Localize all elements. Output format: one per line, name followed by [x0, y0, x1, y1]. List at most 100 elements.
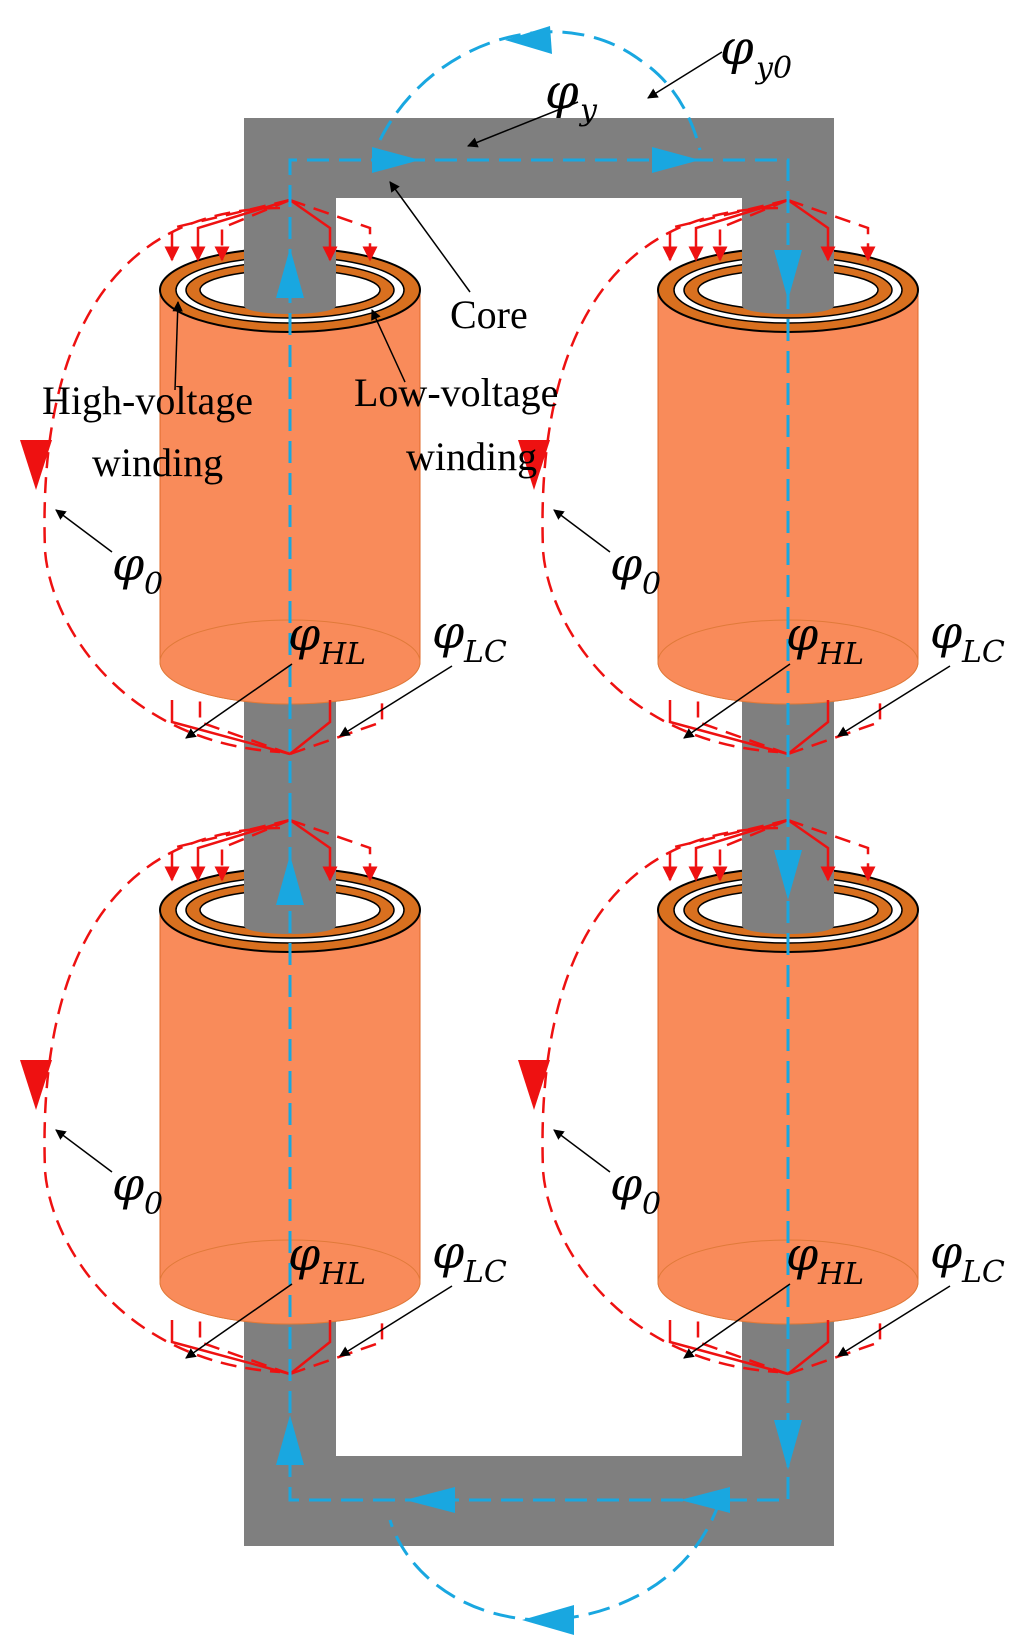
phi-y-symbol: φ: [545, 64, 579, 120]
bottom-fan-line-right-upper: [787, 700, 882, 756]
bottom-fan-line-left-upper: [170, 700, 291, 756]
bottom-fan-line-right-upper: [696, 700, 789, 756]
phiLC-leader-left-upper: [339, 665, 453, 737]
flux-arrow-top-2: [652, 147, 700, 173]
flux-arrow-right-bottom: [774, 1420, 802, 1470]
stray-flux-path-top: [378, 30, 702, 151]
phiLC-subscript-right-upper: LC: [961, 635, 1005, 670]
bottom-fan-line-left-lower: [170, 1320, 291, 1376]
phi0-symbol-right-upper: φ: [610, 537, 643, 591]
lv-winding-label-line1: Low-voltage: [354, 370, 558, 415]
phiHL-subscript-left-upper: HL: [319, 637, 366, 672]
main-flux-path-lower: [288, 815, 790, 1502]
phi0-loop-left-lower: [43, 826, 281, 1374]
top-fan-line-left-lower: [190, 818, 291, 882]
top-fan-line-right-lower: [662, 818, 789, 882]
top-fan-line-right-lower: [688, 818, 789, 882]
phiHL-subscript-left-lower: HL: [319, 1257, 366, 1292]
phiLC-subscript-left-upper: LC: [463, 635, 507, 670]
top-fan-line-right-upper: [688, 198, 789, 262]
winding-left-upper: [159, 230, 421, 705]
bottom-fan-line-right-lower: [787, 1320, 882, 1376]
phi0-arrow-right-lower: [518, 1060, 550, 1110]
phiHL-leader-right-upper: [683, 663, 791, 739]
top-fan-line-right-lower: [787, 818, 876, 882]
top-fan-line-right-upper: [787, 198, 876, 262]
phi0-subscript-right-lower: 0: [642, 1187, 661, 1222]
phiLC-symbol-left-upper: φ: [432, 605, 465, 659]
phiLC-subscript-right-lower: LC: [961, 1255, 1005, 1290]
leader-lv-winding: [371, 309, 406, 383]
bottom-fan-line-left-upper: [289, 700, 384, 756]
bottom-fan-line-left-lower: [289, 1320, 332, 1375]
leader-phi-y0: [647, 51, 723, 99]
leader-lines: [172, 51, 723, 391]
phiLC-symbol-right-lower: φ: [930, 1225, 963, 1279]
hv-winding-label-line2: winding: [92, 440, 223, 485]
hv-winding-label-line1: High-voltage: [42, 378, 253, 423]
phiLC-subscript-left-lower: LC: [463, 1255, 507, 1290]
top-fan-line-left-lower: [289, 818, 338, 882]
flux-arrow-stray-top: [505, 26, 552, 54]
bottom-fan-line-left-upper: [289, 700, 332, 755]
leakage-left-upper: [20, 198, 384, 756]
leakage-right-lower: [518, 818, 882, 1376]
phiLC-leader-right-upper: [837, 665, 951, 737]
top-fan-line-left-upper: [289, 198, 338, 262]
phi-y0-subscript: y0: [754, 51, 792, 86]
phi0-symbol-right-lower: φ: [610, 1157, 643, 1211]
phiLC-leader-right-lower: [837, 1285, 951, 1357]
top-fan-line-left-lower: [164, 818, 291, 882]
core-label: Core: [450, 292, 528, 337]
phiLC-symbol-left-lower: φ: [432, 1225, 465, 1279]
top-fan-line-left-lower: [289, 818, 378, 882]
bottom-fan-line-left-lower: [289, 1320, 384, 1376]
flux-arrow-right-upper: [774, 250, 802, 300]
bottom-fan-line-right-lower: [668, 1320, 789, 1376]
text-labels: Core High-voltage winding Low-voltage wi…: [42, 20, 792, 485]
phi0-loop-right-upper: [541, 206, 779, 754]
flux-arrow-bottom-1: [405, 1487, 455, 1513]
phi0-leader-left-lower: [55, 1129, 113, 1173]
top-fan-line-right-upper: [787, 198, 836, 262]
phi0-arrow-left-lower: [20, 1060, 52, 1110]
phiLC-symbol-right-upper: φ: [930, 605, 963, 659]
leakage-left-lower: [20, 818, 384, 1376]
bottom-fan-line-left-lower: [198, 1320, 291, 1376]
phi0-leader-left-upper: [55, 509, 113, 553]
bottom-fan-line-right-lower: [696, 1320, 789, 1376]
phi0-subscript-left-lower: 0: [144, 1187, 163, 1222]
phi0-leader-right-lower: [553, 1129, 611, 1173]
leader-phi-y: [467, 101, 579, 148]
flux-arrow-bottom-2: [680, 1487, 730, 1513]
flux-arrow-stray-bottom: [522, 1605, 574, 1635]
top-fan-line-left-upper: [289, 198, 378, 262]
phiHL-symbol-right-lower: φ: [786, 1227, 819, 1281]
main-flux-path-upper: [288, 158, 790, 815]
leakage-flux-group: [20, 198, 882, 1376]
flux-arrow-top-1: [372, 147, 420, 173]
flux-arrow-right-lower: [774, 850, 802, 900]
top-fan-line-right-upper: [662, 198, 789, 262]
phi0-subscript-left-upper: 0: [144, 567, 163, 602]
top-fan-line-left-upper: [164, 198, 291, 262]
phi-y-subscript: y: [578, 93, 598, 128]
leakage-right-upper: [518, 198, 882, 756]
yoke-flux-arrows: [276, 26, 802, 1635]
phiHL-leader-left-upper: [185, 663, 293, 739]
bottom-fan-line-right-upper: [668, 700, 789, 756]
phi0-loop-right-lower: [541, 826, 779, 1374]
flux-arrow-left-lower: [276, 855, 304, 905]
top-fan-line-left-upper: [190, 198, 291, 262]
flux-arrow-left-upper: [276, 248, 304, 298]
phiLC-leader-left-lower: [339, 1285, 453, 1357]
phi-y0-symbol: φ: [720, 20, 754, 76]
phi0-leader-right-upper: [553, 509, 611, 553]
windings-group: [159, 230, 919, 1325]
phi0-subscript-right-upper: 0: [642, 567, 661, 602]
